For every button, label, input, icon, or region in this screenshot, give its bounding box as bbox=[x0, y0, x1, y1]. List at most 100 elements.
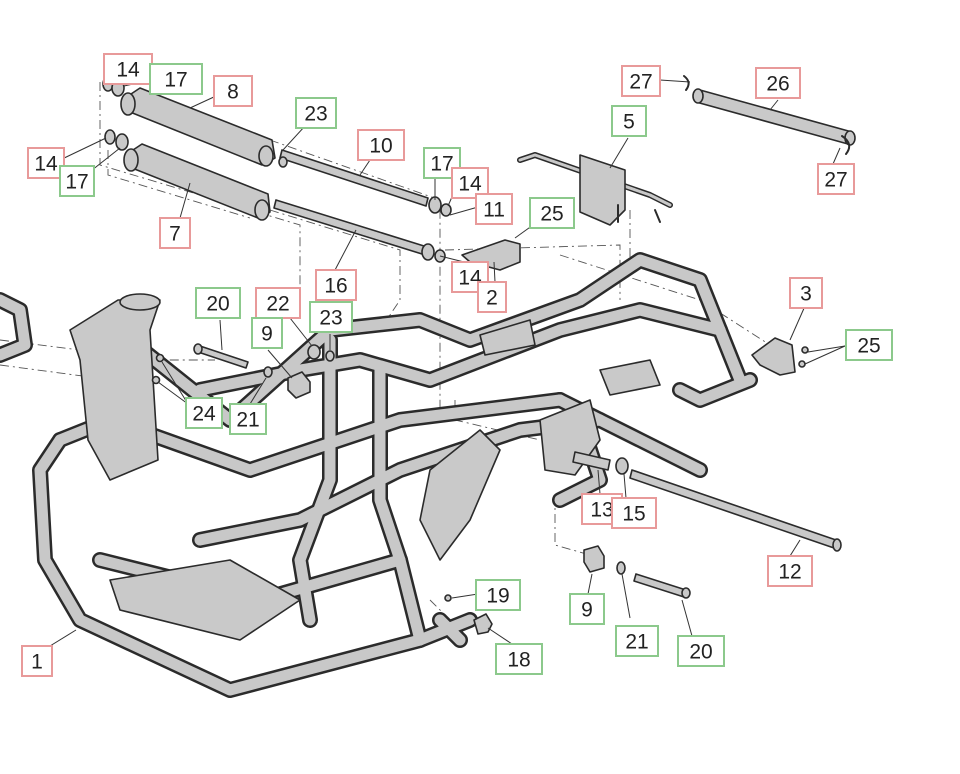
callout-box bbox=[255, 287, 301, 319]
axle-bolt-12 bbox=[629, 469, 842, 552]
callout-number: 22 bbox=[266, 293, 289, 316]
callout-20: 20 bbox=[195, 287, 241, 319]
bushing-9-bottom bbox=[583, 545, 605, 573]
callout-17: 17 bbox=[59, 165, 95, 197]
callout-number: 3 bbox=[800, 283, 812, 306]
callout-box bbox=[295, 97, 337, 129]
callout-23: 23 bbox=[295, 97, 337, 129]
callout-16: 16 bbox=[315, 269, 357, 301]
callout-27: 27 bbox=[621, 65, 661, 97]
screw-19 bbox=[444, 594, 452, 602]
bracket-3 bbox=[751, 337, 809, 376]
washer-21-top bbox=[263, 366, 273, 378]
callout-box bbox=[755, 67, 801, 99]
washer-21-bottom bbox=[616, 561, 626, 575]
callout-9: 9 bbox=[251, 317, 283, 349]
callout-box bbox=[315, 269, 357, 301]
nut-22 bbox=[307, 344, 321, 360]
callout-3: 3 bbox=[789, 277, 823, 309]
callout-box bbox=[159, 217, 191, 249]
callout-11: 11 bbox=[475, 193, 513, 225]
cross-beam-8 bbox=[120, 87, 276, 167]
callout-number: 20 bbox=[689, 641, 712, 664]
callout-25: 25 bbox=[529, 197, 575, 229]
callout-box bbox=[677, 635, 725, 667]
callout-box bbox=[611, 497, 657, 529]
callout-10: 10 bbox=[357, 129, 405, 161]
callout-number: 23 bbox=[319, 307, 342, 330]
bolt-20-top bbox=[193, 343, 249, 369]
callout-box bbox=[27, 147, 65, 179]
callout-number: 17 bbox=[65, 171, 88, 194]
callout-box bbox=[611, 105, 647, 137]
callout-number: 27 bbox=[824, 169, 847, 192]
callout-20: 20 bbox=[677, 635, 725, 667]
callout-number: 14 bbox=[458, 267, 482, 290]
callout-number: 10 bbox=[369, 135, 392, 158]
callout-box bbox=[845, 329, 893, 361]
cross-beam-7 bbox=[123, 143, 271, 221]
shaft-26 bbox=[683, 75, 856, 155]
callout-5: 5 bbox=[611, 105, 647, 137]
bracket-5 bbox=[517, 152, 673, 226]
callout-box bbox=[817, 163, 855, 195]
callout-number: 13 bbox=[590, 499, 613, 522]
callout-box bbox=[103, 53, 153, 85]
callout-number: 17 bbox=[430, 153, 453, 176]
callout-number: 18 bbox=[507, 649, 530, 672]
callout-number: 21 bbox=[236, 409, 259, 432]
rod-16 bbox=[273, 199, 446, 263]
main-frame-1 bbox=[0, 252, 758, 698]
callout-box bbox=[309, 301, 353, 333]
callout-number: 23 bbox=[304, 103, 327, 126]
callout-26: 26 bbox=[755, 67, 801, 99]
callout-box bbox=[185, 397, 223, 429]
callout-2: 2 bbox=[477, 281, 507, 313]
callout-14: 14 bbox=[103, 53, 153, 85]
callout-number: 24 bbox=[192, 403, 216, 426]
callout-box bbox=[615, 625, 659, 657]
callout-8: 8 bbox=[213, 75, 253, 107]
callout-15: 15 bbox=[611, 497, 657, 529]
callout-number: 21 bbox=[625, 631, 648, 654]
callout-number: 12 bbox=[778, 561, 801, 584]
bolt-20-bottom bbox=[633, 573, 691, 599]
washer-15 bbox=[615, 457, 629, 475]
callout-number: 19 bbox=[486, 585, 509, 608]
callout-number: 14 bbox=[34, 153, 58, 176]
callout-box bbox=[213, 75, 253, 107]
callout-22: 22 bbox=[255, 287, 301, 319]
callout-23: 23 bbox=[309, 301, 353, 333]
callout-number: 20 bbox=[206, 293, 229, 316]
callout-number: 5 bbox=[623, 111, 635, 134]
callout-number: 14 bbox=[116, 59, 140, 82]
callout-box bbox=[621, 65, 661, 97]
callout-1: 1 bbox=[21, 645, 53, 677]
callout-box bbox=[475, 193, 513, 225]
callout-box bbox=[195, 287, 241, 319]
callout-box bbox=[357, 129, 405, 161]
bushing-9-top bbox=[287, 371, 311, 399]
callout-12: 12 bbox=[767, 555, 813, 587]
bumper-18 bbox=[473, 613, 493, 635]
callout-number: 25 bbox=[540, 203, 563, 226]
callout-number: 11 bbox=[483, 199, 505, 222]
callout-box bbox=[529, 197, 575, 229]
callout-number: 15 bbox=[622, 503, 645, 526]
callout-box bbox=[59, 165, 95, 197]
callout-number: 17 bbox=[164, 69, 187, 92]
callout-9: 9 bbox=[569, 593, 605, 625]
callout-number: 8 bbox=[227, 81, 239, 104]
callout-box bbox=[495, 643, 543, 675]
callout-box bbox=[569, 593, 605, 625]
callout-21: 21 bbox=[229, 403, 267, 435]
callout-box bbox=[477, 281, 507, 313]
callout-17: 17 bbox=[149, 63, 203, 95]
callout-box bbox=[229, 403, 267, 435]
callout-box bbox=[251, 317, 283, 349]
screws-24 bbox=[151, 353, 165, 385]
callout-box bbox=[767, 555, 813, 587]
callout-number: 9 bbox=[581, 599, 593, 622]
